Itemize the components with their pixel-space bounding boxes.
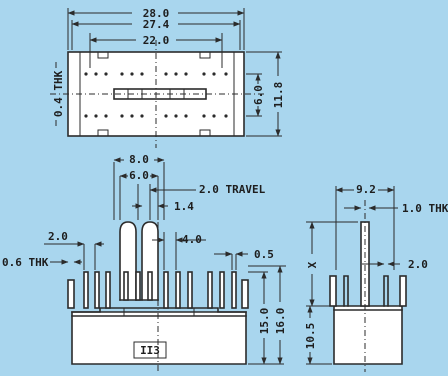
- front-pins: [83, 271, 237, 309]
- dim-8-0: 8.0: [129, 153, 149, 166]
- dim-4-0: 4.0: [182, 233, 202, 246]
- dim-28-0: 28.0: [143, 7, 170, 20]
- top-view: 28.0 27.4 22.0 0.4 THK 6.0 11.8: [50, 7, 285, 148]
- dim-9-2: 9.2: [356, 183, 376, 196]
- top-pin-rows: [84, 72, 228, 118]
- dim-10-5: 10.5: [304, 323, 317, 350]
- dim-1-0-thk: 1.0 THK: [402, 202, 448, 215]
- dim-x: X: [306, 261, 319, 268]
- front-view: II3 8.0 6.0 2.0 TRAVEL 1.4 2.0 4.0: [2, 153, 287, 372]
- dim-15-0: 15.0: [258, 308, 271, 335]
- dim-6-0: 6.0: [252, 85, 265, 105]
- dim-1-4: 1.4: [174, 200, 194, 213]
- dim-22-0: 22.0: [143, 34, 170, 47]
- slider-bar: [113, 88, 207, 100]
- dim-2-0-side: 2.0: [408, 258, 428, 271]
- dim-11-8: 11.8: [272, 82, 285, 109]
- dim-2-0-travel: 2.0 TRAVEL: [199, 183, 266, 196]
- dim-27-4: 27.4: [143, 18, 170, 31]
- side-view-body: [333, 305, 403, 365]
- body-marking-box: [133, 341, 167, 359]
- dim-6-0-front: 6.0: [129, 169, 149, 182]
- dim-0-5: 0.5: [254, 248, 274, 261]
- body-marking: II3: [140, 344, 160, 357]
- front-view-body: [71, 311, 247, 365]
- dim-2-0-left: 2.0: [48, 230, 68, 243]
- side-view: 9.2 1.0 THK X 2.0 10.5: [304, 183, 448, 372]
- dim-16-0: 16.0: [274, 308, 287, 335]
- dim-0-6-thk: 0.6 THK: [2, 256, 49, 269]
- dim-0-4-thk: 0.4 THK: [52, 70, 65, 117]
